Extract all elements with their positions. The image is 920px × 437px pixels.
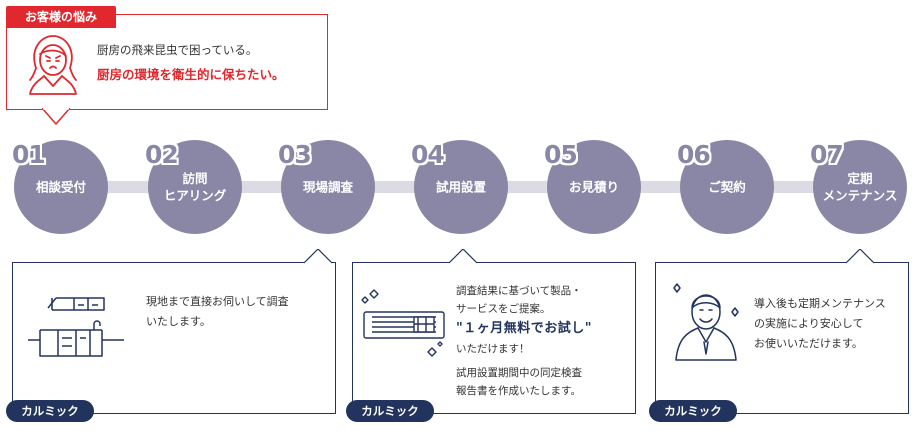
concern-text-1: 厨房の飛来昆虫で困っている。 [97, 43, 258, 57]
step-6-label: ご契約 [708, 179, 746, 195]
kitchen-icon [28, 297, 124, 357]
trial-line-5: 報告書を作成いたします。 [456, 385, 581, 397]
trial-callout-pointer [449, 249, 477, 264]
step-1-label: 相談受付 [35, 179, 86, 195]
step-1-number: 01 [12, 140, 46, 169]
trial-line-1: 調査結果に基づいて製品・ [456, 285, 582, 297]
kalmic-tag-maintenance: カルミック [649, 400, 737, 422]
concern-pointer [42, 108, 70, 126]
maintenance-callout-pointer [846, 249, 874, 264]
customer-concern-tag: お客様の悩み [6, 6, 116, 28]
step-7-circle: 定期 メンテナンス [813, 140, 907, 234]
trial-free-highlight: "１ヶ月無料でお試し" [456, 321, 593, 336]
step-6-circle: ご契約 [680, 140, 774, 234]
step-2-circle: 訪問 ヒアリング [148, 140, 242, 234]
survey-callout-pointer [304, 249, 332, 264]
trial-line-2: サービスをご提案。 [456, 303, 551, 315]
step-4-label: 試用設置 [435, 179, 486, 195]
step-7-label: 定期 メンテナンス [822, 171, 898, 203]
kalmic-tag-trial: カルミック [346, 400, 434, 422]
insect-trap-device-icon [361, 289, 445, 357]
kalmic-tag-survey: カルミック [6, 400, 94, 422]
step-6-number: 06 [677, 140, 711, 169]
maintenance-description: 導入後も定期メンテナンス の実施により安心して お使いいただけます。 [754, 297, 886, 350]
step-7-number: 07 [810, 140, 844, 169]
step-4-circle: 試用設置 [414, 140, 508, 234]
step-3-circle: 現場調査 [281, 140, 375, 234]
step-1-circle: 相談受付 [14, 140, 108, 234]
concern-text-2: 厨房の環境を衛生的に保ちたい。 [97, 67, 285, 82]
trial-description: 調査結果に基づいて製品・ サービスをご提案。 "１ヶ月無料でお試し" いただけま… [456, 282, 592, 400]
step-3-number: 03 [278, 140, 312, 169]
step-3-label: 現場調査 [302, 179, 353, 195]
step-5-number: 05 [544, 140, 578, 169]
survey-callout [12, 262, 336, 414]
survey-description: 現地まで直接お伺いして調査 いたします。 [146, 295, 289, 328]
step-5-label: お見積り [568, 179, 619, 195]
happy-man-icon [673, 283, 739, 361]
step-5-circle: お見積り [547, 140, 641, 234]
step-2-number: 02 [145, 140, 179, 169]
maintenance-callout [655, 262, 909, 414]
worried-woman-icon [29, 35, 77, 95]
step-2-label: 訪問 ヒアリング [163, 171, 227, 203]
trial-line-3: いただけます！ [456, 343, 530, 355]
trial-line-4: 試用設置期間中の同定検査 [456, 367, 582, 379]
step-4-number: 04 [411, 140, 445, 169]
